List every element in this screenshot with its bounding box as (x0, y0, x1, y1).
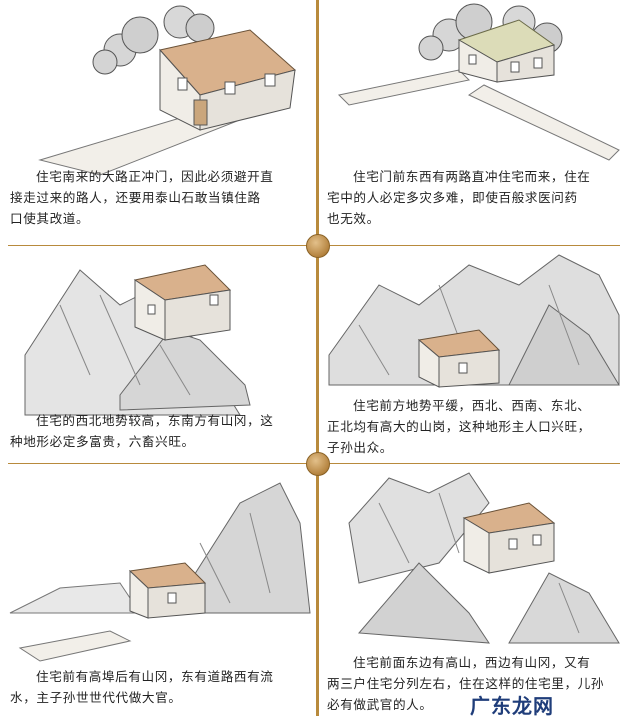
caption-line: 接走过来的路人，还要用泰山石敢当镇住路 (10, 190, 261, 205)
caption-line: 宅中的人必定多灾多难，即使百般求医问药 (327, 190, 578, 205)
house-two-roads-illustration (337, 3, 620, 161)
caption-line: 种地形必定多富贵，六畜兴旺。 (10, 434, 195, 449)
vertical-divider (316, 0, 319, 716)
caption-line: 住宅门前东西有两路直冲住宅而来，住在 (353, 169, 591, 184)
watermark-logo: 广东龙网 (470, 694, 554, 718)
caption-line: 两三户住宅分列左右，住在这样的住宅里，儿孙 (327, 676, 605, 691)
caption-line: 住宅前有高埠后有山冈，东有道路西有流 (36, 669, 274, 684)
caption-line: 口使其改道。 (10, 211, 90, 226)
house-mound-illustration (9, 482, 311, 662)
panel-two-roads: 住宅门前东西有两路直冲住宅而来，住在 宅中的人必定多灾多难，即使百般求医问药 也… (319, 0, 629, 245)
panel-road-facing-door: 住宅南来的大路正冲门，因此必须避开直 接走过来的路人，还要用泰山石敢当镇住路 口… (0, 0, 316, 245)
caption-line: 子孙出众。 (327, 440, 393, 455)
divider-knob-bottom (306, 452, 330, 476)
panel-mountains-left-right: 住宅前面东边有高山，西边有山冈，又有 两三户住宅分列左右，住在这样的住宅里，儿孙… (319, 463, 629, 716)
panel-northwest-high: 住宅的西北地势较高，东南方有山冈，这 种地形必定多富贵，六畜兴旺。 (0, 245, 316, 463)
panel-high-mound: 住宅前有高埠后有山冈，东有道路西有流 水，主子孙世世代代做大官。 (0, 463, 316, 716)
caption-line: 必有做武官的人。 (327, 697, 433, 712)
house-road-illustration (38, 5, 297, 176)
divider-knob-top (306, 234, 330, 258)
caption-line: 也无效。 (327, 211, 380, 226)
caption-line: 住宅南来的大路正冲门，因此必须避开直 (36, 169, 274, 184)
caption-line: 正北均有高大的山岗，这种地形主人口兴旺， (327, 419, 591, 434)
house-hills-illustration (24, 264, 251, 416)
house-surrounded-hills-illustration (328, 254, 620, 388)
panel-flat-front: 住宅前方地势平缓，西北、西南、东北、 正北均有高大的山岗，这种地形主人口兴旺， … (319, 245, 629, 463)
house-mountains-illustration (348, 472, 620, 644)
caption-line: 住宅前面东边有高山，西边有山冈，又有 (353, 655, 591, 670)
caption-line: 住宅前方地势平缓，西北、西南、东北、 (353, 398, 591, 413)
caption-line: 水，主子孙世世代代做大官。 (10, 690, 182, 705)
caption-line: 住宅的西北地势较高，东南方有山冈，这 (36, 413, 274, 428)
